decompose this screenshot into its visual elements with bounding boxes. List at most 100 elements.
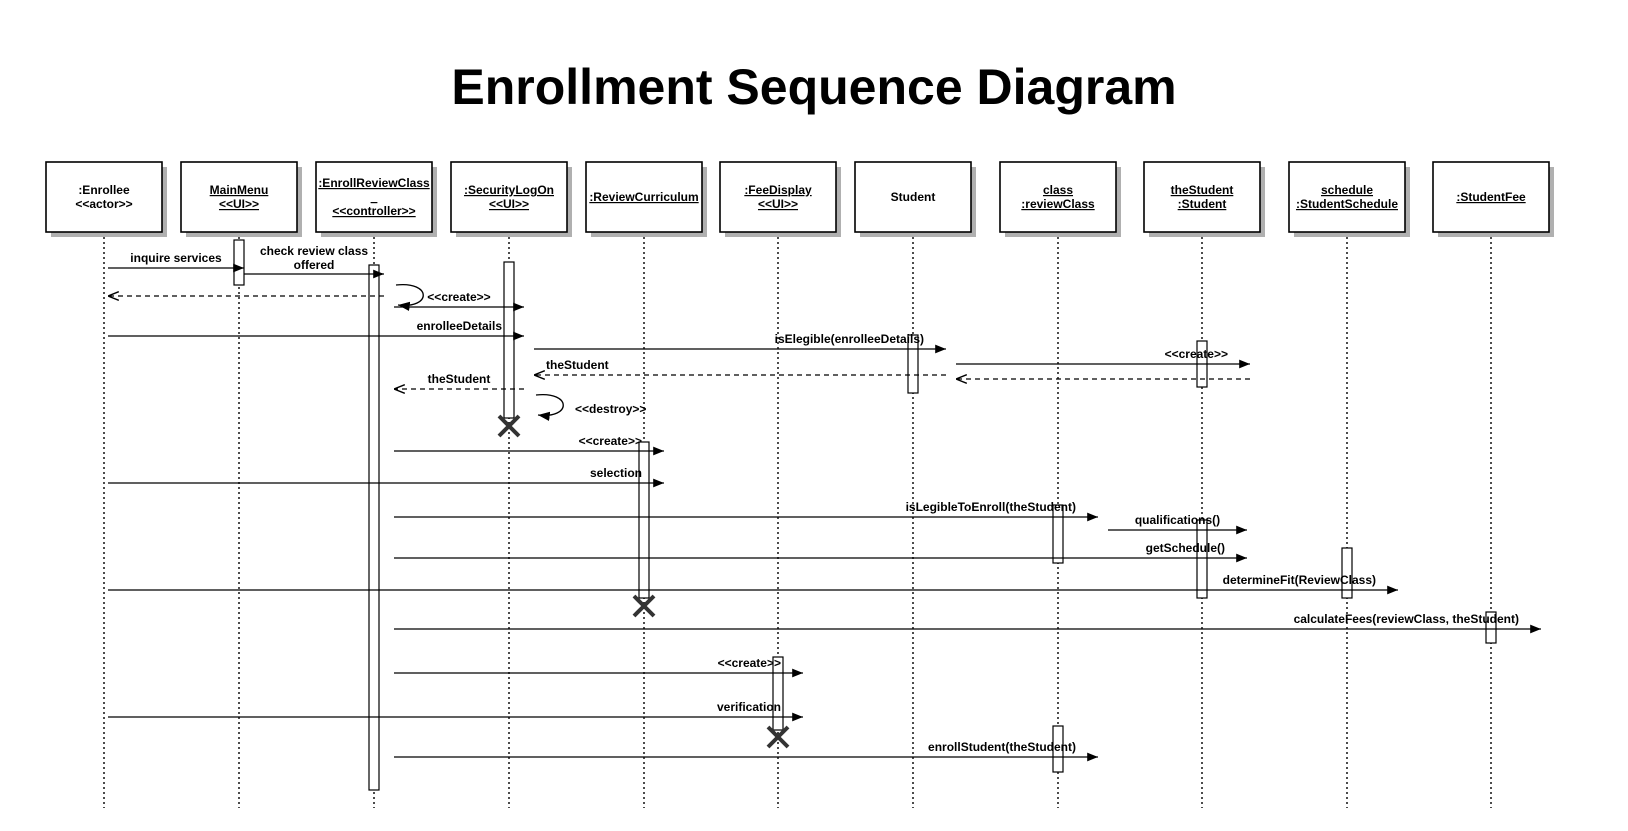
message-3	[395, 284, 424, 312]
participant-label: :Student	[1178, 197, 1227, 211]
message-label: <<create>>	[718, 656, 781, 670]
message-label: enrolleeDetails	[417, 319, 503, 333]
message-21: verification	[108, 700, 803, 722]
participant-box	[1143, 161, 1261, 233]
participant-box	[450, 161, 568, 233]
activation-reviewclass	[1052, 725, 1064, 773]
message-label: <<create>>	[579, 434, 642, 448]
message-label: inquire services	[130, 251, 222, 265]
message-9: theStudent	[534, 358, 946, 375]
message-label-line: offered	[294, 258, 335, 272]
activation-reviewclass	[1052, 504, 1064, 564]
message-label: qualifications()	[1135, 513, 1220, 527]
participant-label: class	[1043, 183, 1073, 197]
participant-label: :Enrollee	[78, 183, 130, 197]
participant-label: :StudentSchedule	[1296, 197, 1398, 211]
message-label-line: check review class	[260, 244, 368, 258]
activation-schedule	[1341, 547, 1353, 599]
participant-label: :FeeDisplay	[744, 183, 812, 197]
participant-securitylogon: :SecurityLogOn<<UI>>	[450, 161, 572, 237]
participant-label: theStudent	[1171, 183, 1234, 197]
activation-studentfee	[1485, 611, 1497, 644]
message-label: calculateFees(reviewClass, theStudent)	[1294, 612, 1519, 626]
participant-box	[719, 161, 837, 233]
participant-box	[180, 161, 298, 233]
participant-label: <<UI>>	[489, 197, 529, 211]
participant-label: :ReviewCurriculum	[589, 190, 698, 204]
message-13: <<create>>	[394, 434, 664, 456]
participant-label: Student	[891, 190, 936, 204]
participant-label: :SecurityLogOn	[464, 183, 554, 197]
self-message-arrow	[395, 284, 424, 312]
message-11: theStudent	[394, 372, 524, 389]
message-18: determineFit(ReviewClass)	[108, 573, 1398, 595]
participant-studentfee: :StudentFee	[1432, 161, 1554, 237]
message-12: <<destroy>>	[535, 394, 646, 422]
diagram-title: Enrollment Sequence Diagram	[451, 59, 1177, 115]
participant-label: <<UI>>	[758, 197, 798, 211]
participant-enrollreview: :EnrollReviewClass_<<controller>>	[315, 161, 437, 237]
message-label: selection	[590, 466, 642, 480]
participant-enrollee: :Enrollee<<actor>>	[45, 161, 167, 237]
message-14: selection	[108, 466, 664, 488]
message-7: isElegible(enrolleeDetails)	[534, 332, 946, 354]
participant-label: :StudentFee	[1456, 190, 1526, 204]
message-label: determineFit(ReviewClass)	[1223, 573, 1376, 587]
message-label: theStudent	[428, 372, 491, 386]
participant-box	[1288, 161, 1406, 233]
activation-reviewcurriculum	[638, 441, 650, 599]
message-label: <<create>>	[427, 290, 490, 304]
message-15: isLegibleToEnroll(theStudent)	[394, 500, 1098, 522]
participant-student: Student	[854, 161, 976, 237]
participant-label: <<controller>>	[332, 204, 415, 218]
participant-label: _	[370, 190, 378, 204]
activation-enrollreview	[368, 264, 380, 791]
participant-reviewcurriculum: :ReviewCurriculum	[585, 161, 707, 237]
participant-label: :EnrollReviewClass	[318, 176, 430, 190]
participant-box	[585, 161, 703, 233]
participant-box	[45, 161, 163, 233]
activation-securitylogon	[503, 261, 515, 419]
message-22: enrollStudent(theStudent)	[394, 740, 1098, 762]
message-label: theStudent	[546, 358, 609, 372]
activation-mainmenu	[233, 239, 245, 286]
participant-box	[315, 161, 433, 233]
message-17: getSchedule()	[394, 541, 1247, 563]
participant-feedisplay: :FeeDisplay<<UI>>	[719, 161, 841, 237]
participant-schedule: schedule:StudentSchedule	[1288, 161, 1410, 237]
destroy-mark-securitylogon	[497, 414, 521, 438]
participant-label: <<actor>>	[75, 197, 132, 211]
message-label: isLegibleToEnroll(theStudent)	[906, 500, 1076, 514]
activation-thestudent	[1196, 519, 1208, 599]
participant-box	[854, 161, 972, 233]
message-label: <<destroy>>	[575, 402, 646, 416]
message-label: getSchedule()	[1146, 541, 1225, 555]
participant-label: schedule	[1321, 183, 1373, 197]
message-label: isElegible(enrolleeDetails)	[775, 332, 924, 346]
participant-reviewclass: class:reviewClass	[999, 161, 1121, 237]
message-16: qualifications()	[1108, 513, 1247, 535]
activation-student	[907, 334, 919, 394]
message-19: calculateFees(reviewClass, theStudent)	[394, 612, 1541, 634]
self-message-arrow	[535, 394, 564, 422]
message-label: verification	[717, 700, 781, 714]
participant-box	[1432, 161, 1550, 233]
participant-label: <<UI>>	[219, 197, 259, 211]
message-label: <<create>>	[1165, 347, 1228, 361]
message-label: enrollStudent(theStudent)	[928, 740, 1076, 754]
message-5: <<create>>	[394, 290, 524, 312]
participant-box	[999, 161, 1117, 233]
participant-label: MainMenu	[210, 183, 269, 197]
participant-thestudent: theStudent:Student	[1143, 161, 1265, 237]
destroy-mark-feedisplay	[766, 725, 790, 749]
message-8: <<create>>	[956, 347, 1250, 369]
message-1: inquire services	[108, 251, 244, 273]
participant-mainmenu: MainMenu<<UI>>	[180, 161, 302, 237]
participant-label: :reviewClass	[1021, 197, 1095, 211]
destroy-mark-reviewcurriculum	[632, 594, 656, 618]
message-6: enrolleeDetails	[108, 319, 524, 341]
activation-feedisplay	[772, 656, 784, 731]
